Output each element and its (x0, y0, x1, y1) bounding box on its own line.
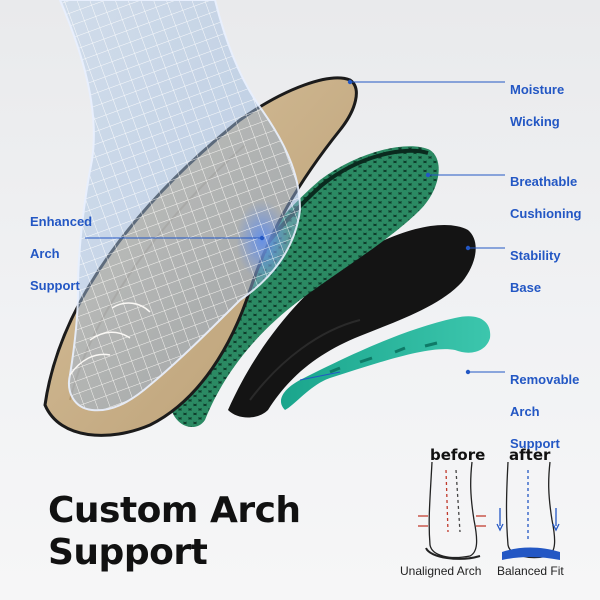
after-caption: Balanced Fit (497, 564, 564, 578)
headline-line-1: Custom Arch (48, 490, 301, 531)
after-title: after (509, 446, 551, 464)
after-insole-blue (502, 547, 560, 560)
label-removable-arch-support: Removable Arch Support (510, 372, 580, 451)
label-enhanced-arch-support: Enhanced Arch Support (30, 214, 93, 293)
wireframe-foot (58, 0, 302, 412)
before-leg-illustration (418, 461, 486, 560)
arch-insert-layer (280, 316, 491, 410)
headline: Custom Arch Support (48, 490, 301, 574)
before-caption: Unaligned Arch (400, 564, 482, 578)
before-title: before (430, 446, 486, 464)
label-moisture-wicking: Moisture Wicking (510, 82, 565, 129)
cushioning-mesh-layer (170, 146, 439, 428)
headline-line-2: Support (48, 532, 208, 573)
after-leg-illustration (499, 461, 557, 559)
label-breathable-cushioning: Breathable Cushioning (510, 174, 582, 221)
label-stability-base: Stability Base (510, 248, 561, 295)
callout-lines (85, 81, 505, 381)
